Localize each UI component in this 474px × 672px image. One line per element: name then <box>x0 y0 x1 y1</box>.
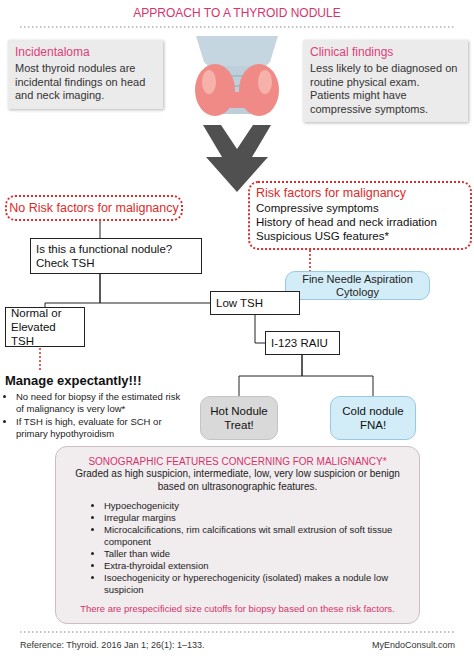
bullet-text: Irregular margins <box>104 512 397 524</box>
connector-path <box>100 221 101 238</box>
info-card: IncidentalomaMost thyroid nodules are in… <box>8 40 163 109</box>
connector-path <box>100 274 210 303</box>
connector-path <box>255 315 265 343</box>
node-text: Cold nodule FNA! <box>335 404 411 432</box>
node-body: Suspicious USG features* <box>256 229 465 243</box>
outcome-box: Hot Nodule Treat! <box>200 396 278 440</box>
note-bullet: No need for biopsy if the estimated risk… <box>16 391 186 414</box>
process-box: Low TSH <box>210 291 300 315</box>
node-text: Normal or Elevated TSH <box>11 306 79 348</box>
node-text: Incidentaloma <box>15 45 156 60</box>
node-body: Graded as high suspicion, intermediate, … <box>66 468 409 493</box>
action-box: Fine Needle Aspiration Cytology <box>285 271 430 300</box>
node-text: Risk factors for malignancy <box>256 186 465 201</box>
connector-path <box>45 274 100 307</box>
branch-box: Risk factors for malignancyCompressive s… <box>248 181 472 250</box>
diagram-title: APPROACH TO A THYROID NODULE <box>0 6 474 20</box>
footer-rule <box>20 631 455 632</box>
watermark: MyEndoConsult.com <box>330 640 455 651</box>
node-text: Fine Needle Aspiration Cytology <box>290 273 425 298</box>
connector-line <box>100 274 210 303</box>
bullet-text: Taller than wide <box>104 548 397 560</box>
node-body: Compressive symptoms <box>256 201 465 215</box>
connector-line <box>239 355 302 396</box>
feature-panel: SONOGRAPHIC FEATURES CONCERNING FOR MALI… <box>55 446 420 624</box>
connector-path <box>309 250 311 271</box>
node-text: I-123 RAIU <box>271 336 334 350</box>
process-box: Is this a functional nodule? Check TSH <box>30 238 202 274</box>
reference-text: Reference: Thyroid. 2016 Jan 1; 26(1): 1… <box>20 640 320 651</box>
branch-box: No Risk factors for malignancy <box>5 195 183 221</box>
outcome-box: Cold nodule FNA! <box>330 396 416 440</box>
thyroid-highlight <box>202 70 216 94</box>
connector-line <box>100 221 101 238</box>
connector-line <box>302 355 373 396</box>
thyroid-lobe <box>239 64 279 116</box>
node-text: No Risk factors for malignancy <box>9 201 179 216</box>
bullet-text: Hypoechogenicity <box>104 500 397 512</box>
title-rule <box>20 26 455 27</box>
process-box: I-123 RAIU <box>265 331 340 355</box>
node-text: Low TSH <box>216 296 294 310</box>
process-box: Normal or Elevated TSH <box>5 307 85 347</box>
connector-line <box>255 315 265 343</box>
node-body: Less likely to be diagnosed on routine p… <box>310 62 461 116</box>
thyroid-isthmus <box>222 92 252 108</box>
node-text: Clinical findings <box>310 45 461 60</box>
thyroid-illustration <box>195 36 279 116</box>
bullet-text: Isoechogenicity or hyperechogenicity (is… <box>104 572 397 596</box>
bullet-text: Microcalcifications, rim calcifications … <box>104 524 397 548</box>
note-heading: Manage expectantly!!! <box>5 373 215 388</box>
thyroid-lobe <box>195 64 235 116</box>
thyroid-highlight <box>258 70 272 94</box>
connector-line <box>310 250 311 271</box>
node-text: Hot Nodule Treat! <box>205 404 273 432</box>
node-body: Most thyroid nodules are incidental find… <box>15 62 156 103</box>
connector-line <box>45 274 100 307</box>
larynx-shape <box>196 36 278 70</box>
node-text: SONOGRAPHIC FEATURES CONCERNING FOR MALI… <box>66 455 409 468</box>
node-body: History of head and neck irradiation <box>256 215 465 229</box>
connector-path <box>239 355 302 396</box>
node-text: Is this a functional nodule? Check TSH <box>36 242 196 270</box>
note-bullet: If TSH is high, evaluate for SCH or prim… <box>16 416 186 439</box>
info-card: Clinical findingsLess likely to be diagn… <box>303 40 468 122</box>
leader-line <box>39 348 41 372</box>
connector-path <box>302 355 373 396</box>
bullet-text: Extra-thyroidal extension <box>104 560 397 572</box>
node-body: There are prespecificied size cutoffs fo… <box>66 603 409 615</box>
